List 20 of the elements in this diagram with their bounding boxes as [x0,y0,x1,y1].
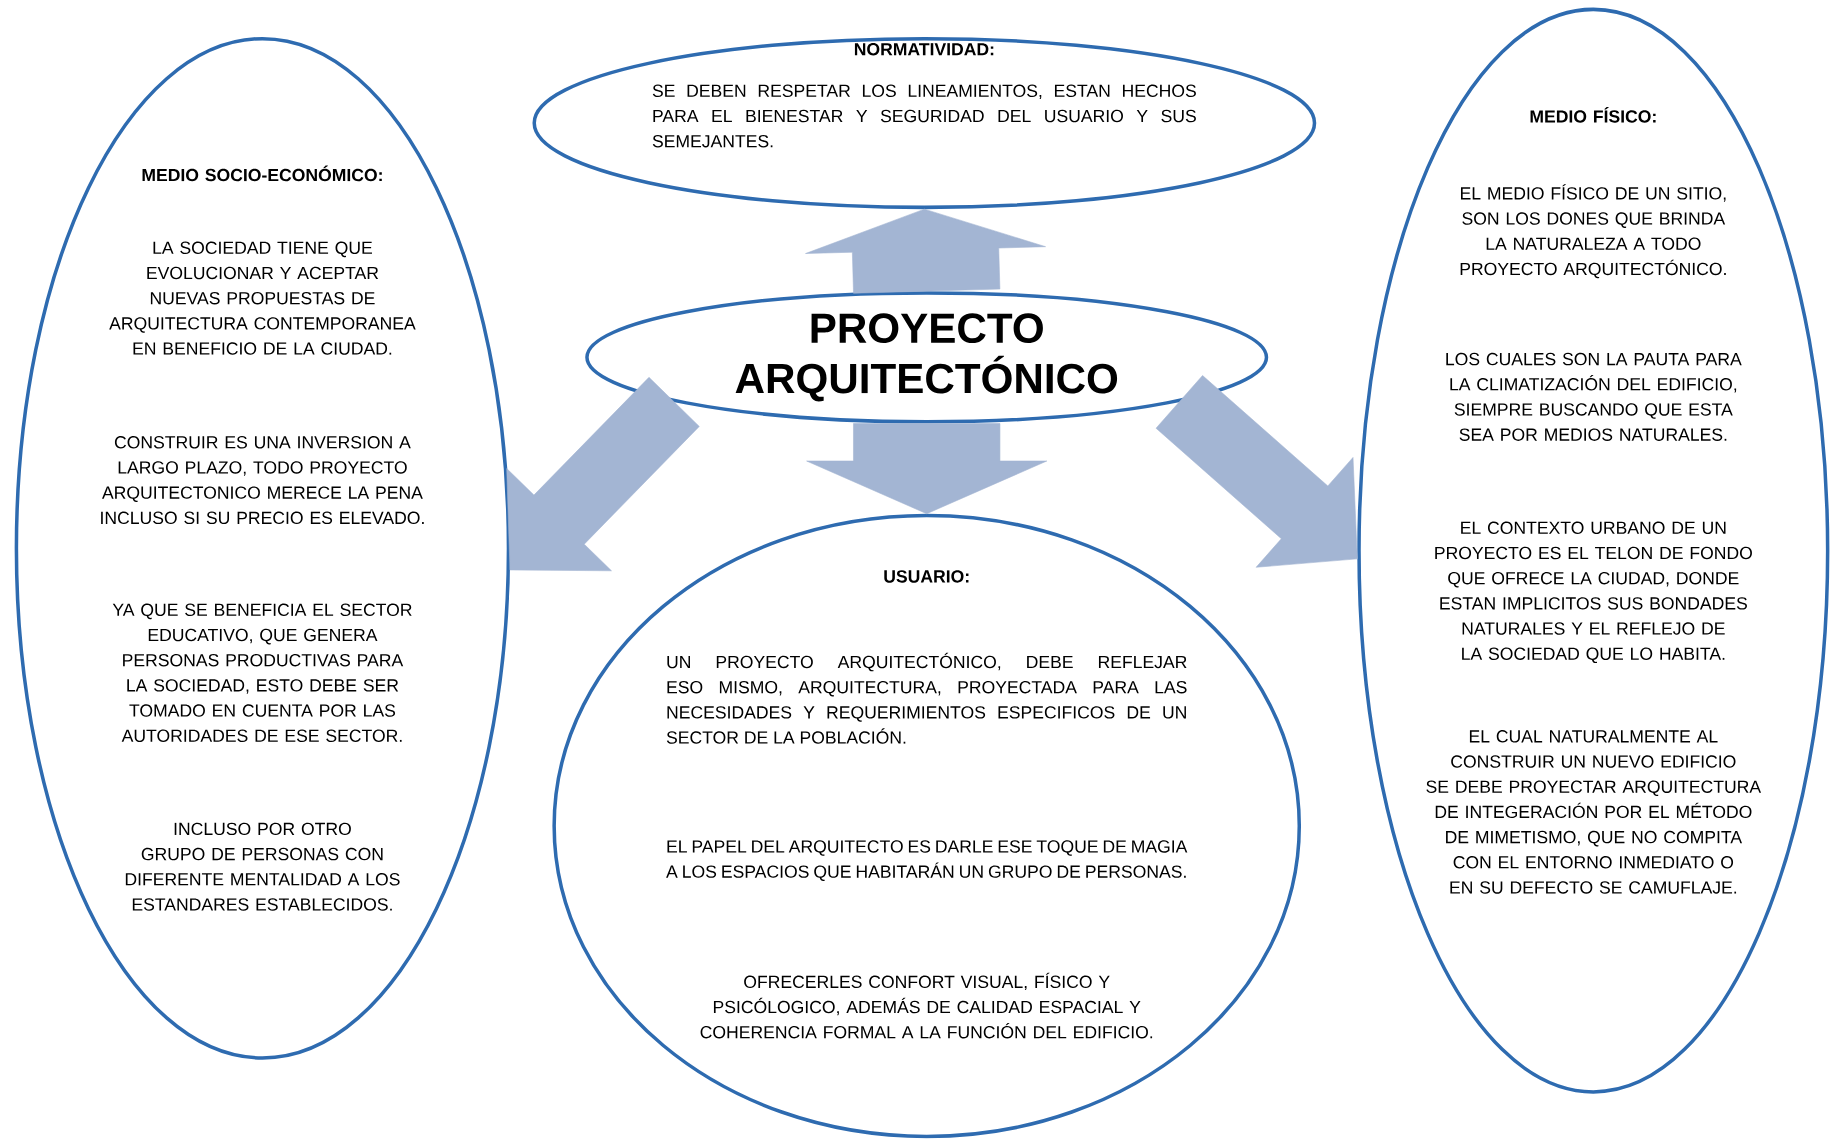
paragraph-text: LOS CUALES SON LA PAUTA PARA LA CLIMATIZACIÓN DEL EDIFICIO, SIEMPRE BUSCANDO QUE ESTA SEA POR MEDIOS NATURALES. [1446,353,1742,441]
block-arrow [805,208,1046,294]
block-arrow [1155,375,1358,568]
paragraph-text: EL CONTEXTO URBANO DE UN PROYECTO ES EL TELON DE FONDO QUE OFRECE LA CIUDAD, DONDE ESTAN IMPLICITOS SUS BONDADES NATURALES Y EL REFLEJO DE LA SOCIEDAD QUE LO HABITA. [1435,521,1752,664]
paragraph-text: INCLUSO POR OTRO GRUPO DE PERSONAS CON DIFERENTE MENTALIDAD A LOS ESTANDARES ESTABLECIDOS. [125,822,400,911]
heading: NORMATIVIDAD: [854,43,994,56]
block-arrow [806,423,1048,515]
heading: MEDIO SOCIO-ECONÓMICO: [142,165,382,182]
paragraph-text: UN PROYECTO ARQUITECTÓNICO, DEBE REFLEJAR ESO MISMO, ARQUITECTURA, PROYECTADA PARA LAS NECESIDADES Y REQUERIMIENTOS ESPECIFICOS DE UN SECTOR DE LA POBLACIÓN. [666,652,1187,744]
heading: USUARIO: [884,570,969,583]
paragraph-text: CONSTRUIR ES UNA INVERSION A LARGO PLAZO, TODO PROYECTO ARQUITECTONICO MERECE LA PENA INCLUSO SI SU PRECIO ES ELEVADO. [101,436,424,525]
paragraph-text: EL MEDIO FÍSICO DE UN SITIO, SON LOS DONES QUE BRINDA LA NATURALEZA A TODO PROYECTO ARQUITECTÓNICO. [1460,184,1726,279]
paragraph-text: SE DEBEN RESPETAR LOS LINEAMIENTOS, ESTAN HECHOS PARA EL BIENESTAR Y SEGURIDAD DEL USUARIO Y SUS SEMEJANTES. [652,84,1196,148]
paragraph-text: EL CUAL NATURALMENTE AL CONSTRUIR UN NUEVO EDIFICIO SE DEBE PROYECTAR ARQUITECTURA DE INTEGERACIÓN POR EL MÉTODO DE MIMETISMO, QUE NO COMPITA CON EL ENTORNO INMEDIATO O EN SU DEFECTO SE CAMUFLAJE. [1426,730,1762,894]
paragraph-text: EL PAPEL DEL ARQUITECTO ES DARLE ESE TOQUE DE MAGIA A LOS ESPACIOS QUE HABITARÁN UN GRUPO DE PERSONAS. [666,840,1188,882]
paragraph-text: YA QUE SE BENEFICIA EL SECTOR EDUCATIVO, QUE GENERA PERSONAS PRODUCTIVAS PARA LA SOCIEDAD, ESTO DEBE SER TOMADO EN CUENTA POR LAS AUTORIDADES DE ESE SECTOR. [112,603,412,743]
heading: MEDIO FÍSICO: [1530,107,1656,123]
block-arrow [506,377,700,572]
paragraph-text: OFRECERLES CONFORT VISUAL, FÍSICO Y PSICÓLOGICO, ADEMÁS DE CALIDAD ESPACIAL Y COHERENCIA FORMAL A LA FUNCIÓN DEL EDIFICIO. [700,972,1153,1039]
paragraph-text: LA SOCIEDAD TIENE QUE EVOLUCIONAR Y ACEPTAR NUEVAS PROPUESTAS DE ARQUITECTURA CONTEMPORANEA EN BENEFICIO DE LA CIUDAD. [109,241,416,355]
